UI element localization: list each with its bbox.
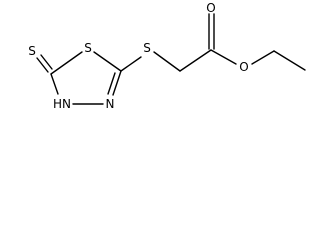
atom-ester-o: O [239, 60, 248, 74]
bond-carbonyl-ester-o [210, 49, 237, 65]
bond-c5-s-thioether [120, 56, 142, 72]
atom-labels: S S S O O N HN [28, 1, 249, 111]
bonds [36, 13, 306, 105]
chemical-structure: S S S O O N HN [28, 1, 306, 111]
atom-thioether-s: S [143, 41, 151, 55]
bond-s-ch2 [153, 51, 181, 72]
ring-bond-n4-c5 [112, 70, 122, 96]
atom-carbonyl-o: O [206, 1, 215, 15]
atom-ring-n: N [106, 97, 115, 111]
ring-bond-n4-c5-double [107, 72, 116, 95]
bond-ch2-ch3 [273, 50, 306, 71]
ring-bond-s1-c5 [93, 51, 122, 72]
thione-double-bond-a [40, 54, 53, 70]
atom-ring-s: S [84, 41, 92, 55]
bond-ester-o-ch2 [251, 50, 275, 65]
bond-ch2-carbonyl [179, 49, 212, 72]
ring-bond-c2-n3 [50, 73, 59, 95]
atom-ring-nh: HN [53, 97, 71, 111]
thione-double-bond-b [36, 57, 49, 73]
ring-bond-c2-s1 [50, 51, 83, 75]
atom-thione-s: S [28, 44, 36, 58]
